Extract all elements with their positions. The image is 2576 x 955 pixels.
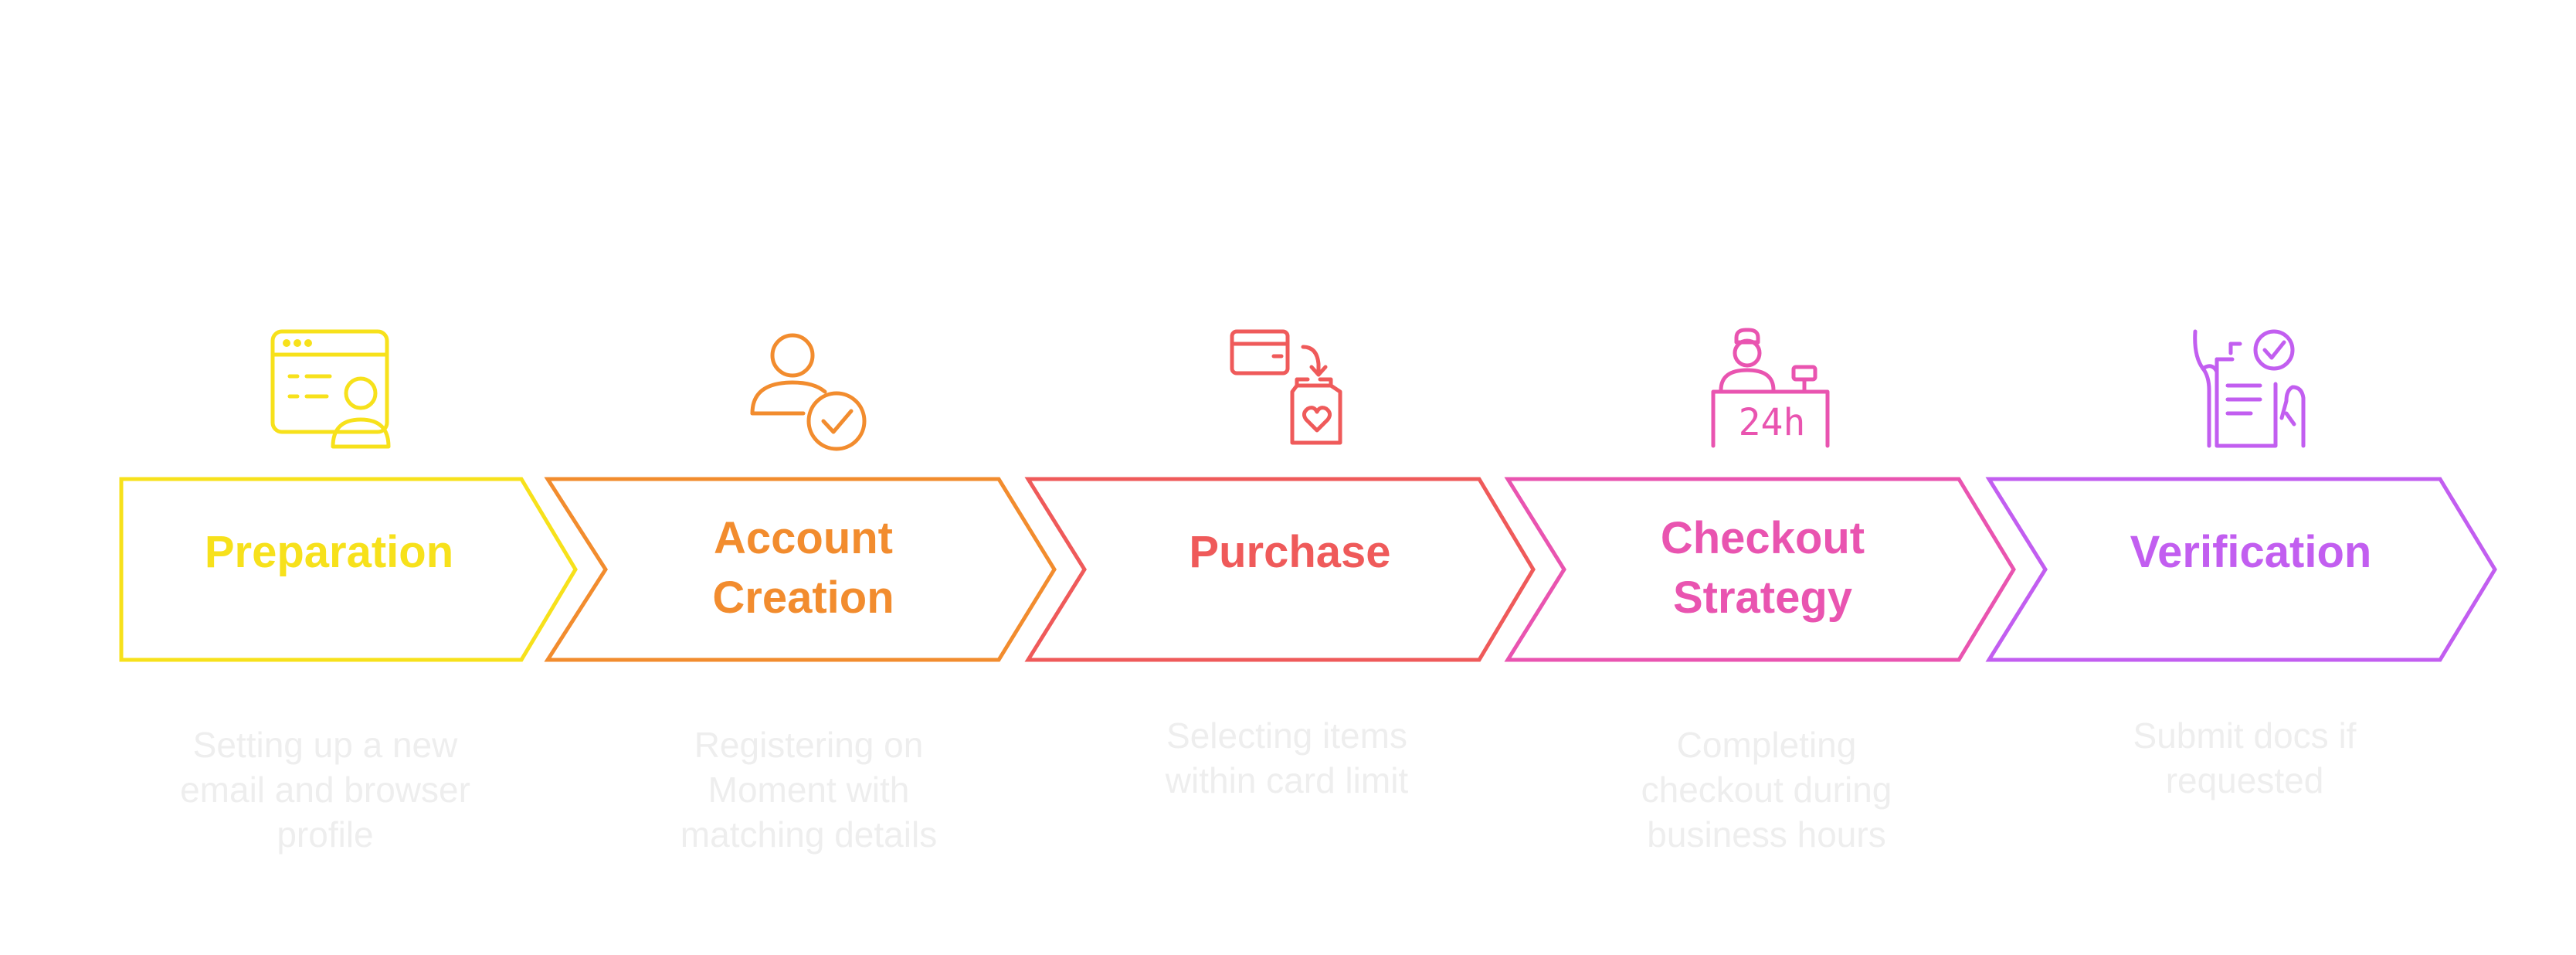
step-title-purchase: Purchase — [1189, 527, 1390, 577]
step-arrow-preparation — [119, 477, 578, 662]
step-title-account-creation-line-1: Account — [714, 513, 893, 563]
step-desc-account-creation-line-3: matching details — [680, 814, 937, 855]
step-desc-checkout-strategy-line-2: checkout during — [1641, 770, 1892, 810]
step-desc-purchase-line-2: within card limit — [1165, 760, 1409, 800]
step-arrow-checkout-strategy — [1504, 477, 2016, 662]
step-title-checkout-strategy-line-1: Checkout — [1661, 513, 1865, 563]
user-check-icon — [750, 333, 867, 451]
step-desc-account-creation-line-2: Moment with — [708, 770, 910, 810]
step-title-checkout-strategy-line-2: Strategy — [1673, 573, 1852, 623]
step-desc-preparation-line-2: email and browser — [180, 770, 470, 810]
step-desc-purchase-line-1: Selecting items — [1166, 715, 1407, 756]
step-account-creation: Account Creation Registering on Moment w… — [544, 333, 1057, 855]
step-desc-account-creation-line-1: Registering on — [694, 725, 924, 765]
card-to-bag-icon — [1230, 329, 1342, 445]
24h-label: 24h — [1739, 401, 1806, 444]
step-checkout-strategy: 24h Checkout Strategy Completing checkou… — [1504, 328, 2016, 855]
step-desc-verification-line-1: Submit docs if — [2133, 715, 2357, 756]
step-arrow-purchase — [1024, 477, 1536, 662]
step-preparation: Preparation Setting up a new email and b… — [119, 329, 578, 855]
step-purchase: Purchase Selecting items within card lim… — [1024, 329, 1536, 800]
step-desc-preparation-line-3: profile — [277, 814, 373, 855]
step-title-account-creation-line-2: Creation — [712, 573, 894, 623]
browser-profile-icon — [270, 329, 391, 449]
document-check-icon — [2193, 329, 2306, 448]
step-desc-checkout-strategy-line-3: business hours — [1647, 814, 1885, 855]
step-title-preparation: Preparation — [205, 527, 453, 577]
step-desc-verification-line-2: requested — [2166, 760, 2324, 800]
24h-counter-icon: 24h — [1711, 328, 1830, 448]
step-verification: Verification Submit docs if requested — [1985, 329, 2497, 800]
step-arrow-verification — [1985, 477, 2497, 662]
step-desc-checkout-strategy-line-1: Completing — [1677, 725, 1857, 765]
step-title-verification: Verification — [2130, 527, 2372, 577]
step-desc-preparation-line-1: Setting up a new — [193, 725, 458, 765]
step-arrow-account-creation — [544, 477, 1057, 662]
